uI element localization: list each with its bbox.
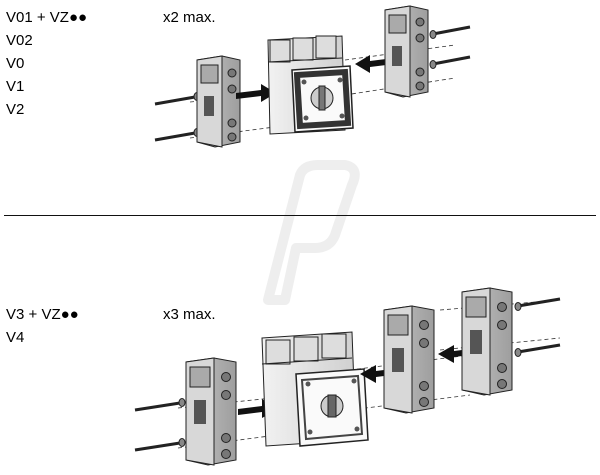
auxiliary-contact-module xyxy=(383,305,435,414)
right-arrow-icon xyxy=(236,84,276,102)
auxiliary-contact-module xyxy=(196,55,241,148)
auxiliary-contact-module xyxy=(461,287,513,396)
screw-icon xyxy=(514,343,561,357)
switch-body xyxy=(261,331,369,447)
screw-icon xyxy=(134,398,186,412)
model-label-v1: V1 xyxy=(6,78,25,95)
model-label-v3-vz: V3 + VZ●● xyxy=(6,306,79,323)
screw-icon xyxy=(429,25,471,39)
screw-icon xyxy=(429,55,471,69)
model-label-v2: V2 xyxy=(6,101,25,118)
model-label-v01-vz: V01 + VZ●● xyxy=(6,9,88,26)
max-note-top: x2 max. xyxy=(163,9,216,26)
screw-icon xyxy=(134,438,186,452)
auxiliary-contact-module xyxy=(384,5,429,98)
model-label-v4: V4 xyxy=(6,329,25,346)
model-label-v02: V02 xyxy=(6,32,33,49)
max-note-bottom: x3 max. xyxy=(163,306,216,323)
screw-icon xyxy=(514,297,561,311)
switch-body xyxy=(267,35,354,135)
screw-icon xyxy=(154,128,201,142)
model-label-v0: V0 xyxy=(6,55,25,72)
auxiliary-contact-module xyxy=(185,357,237,466)
screw-icon xyxy=(154,92,201,106)
section-divider xyxy=(4,215,596,216)
